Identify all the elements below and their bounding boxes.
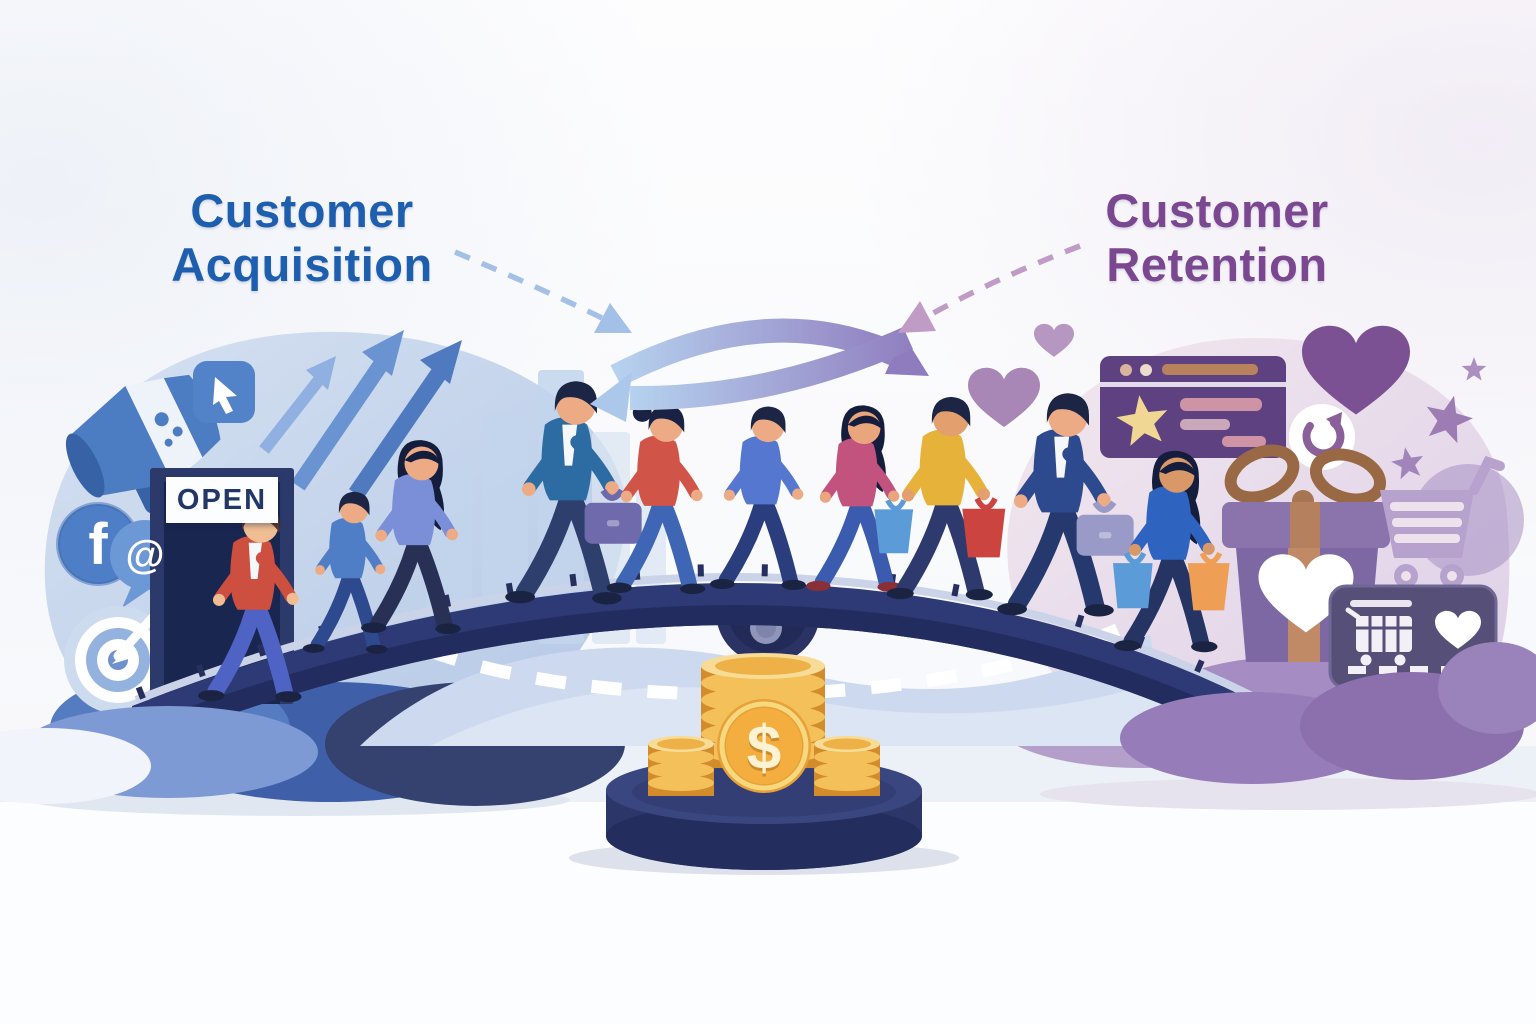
figure-woman-red-jacket: [198, 502, 302, 703]
click-cursor-icon: [193, 361, 255, 423]
review-card-icon: [1100, 356, 1286, 458]
figure-woman-periwinkle-top: [361, 440, 461, 635]
figure-boy-blue-sweater: [302, 491, 388, 654]
figure-man-blue-suit-briefcase: [505, 381, 642, 605]
figure-man-navy-suit-bag: [997, 393, 1134, 617]
foreground-clouds: [0, 642, 1536, 804]
target-arrow-icon: [64, 578, 188, 714]
figures-on-bridge: [198, 381, 1230, 703]
retention-dashed-arrow: [898, 243, 1081, 333]
figure-woman-red-top: [606, 403, 706, 595]
figure-woman-pink-top-blue-bag: [806, 405, 914, 593]
coin-pedestal: [569, 756, 959, 875]
dollar-coin: [717, 699, 811, 793]
growth-arrows-icon: [259, 330, 462, 499]
gift-box-icon: [1222, 444, 1390, 662]
shopping-cart-icon: [1380, 455, 1524, 588]
exchange-arrows: [590, 318, 929, 422]
figure-man-yellow-sweater-red-bag: [886, 396, 1006, 601]
acquisition-dashed-arrow: [453, 249, 632, 333]
figure-man-blue-shirt: [710, 406, 806, 591]
figure-woman-blue-top-two-bags: [1113, 450, 1230, 653]
